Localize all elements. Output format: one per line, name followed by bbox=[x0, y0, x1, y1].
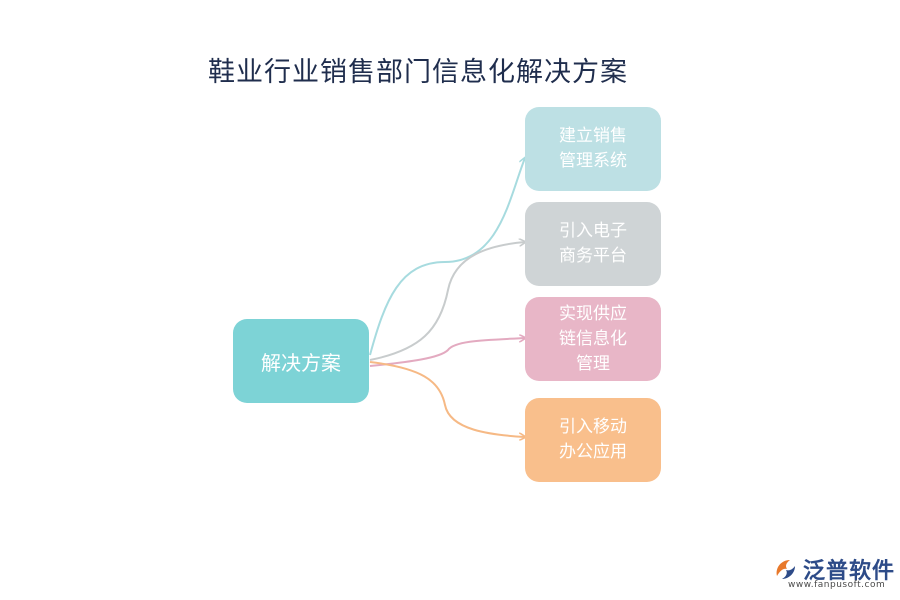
brand-name: 泛普软件 bbox=[803, 559, 896, 584]
child-node-label: 引入电子 商务平台 bbox=[559, 221, 627, 266]
brand-logo: 泛普软件 bbox=[773, 553, 895, 585]
brand-url: www.fanpusoft.com bbox=[788, 580, 886, 590]
child-node-label: 建立销售 管理系统 bbox=[559, 126, 627, 171]
child-node-label: 实现供应 链信息化 管理 bbox=[559, 303, 627, 374]
fanpu-logo-icon bbox=[776, 560, 795, 579]
child-node-label: 引入移动 办公应用 bbox=[559, 417, 627, 462]
page-title: 鞋业行业销售部门信息化解决方案 bbox=[208, 57, 628, 88]
link-to-child-2 bbox=[369, 242, 525, 361]
root-node-label: 解决方案 bbox=[261, 350, 341, 375]
link-to-child-1 bbox=[369, 158, 525, 356]
root-node: 解决方案 bbox=[233, 319, 369, 403]
child-node-supply-chain: 实现供应 链信息化 管理 bbox=[525, 297, 661, 381]
child-node-sales-system: 建立销售 管理系统 bbox=[525, 107, 661, 191]
link-to-child-3 bbox=[369, 338, 525, 367]
child-node-ecommerce: 引入电子 商务平台 bbox=[525, 202, 661, 286]
child-node-mobile-office: 引入移动 办公应用 bbox=[525, 398, 661, 482]
link-to-child-4 bbox=[369, 361, 525, 437]
